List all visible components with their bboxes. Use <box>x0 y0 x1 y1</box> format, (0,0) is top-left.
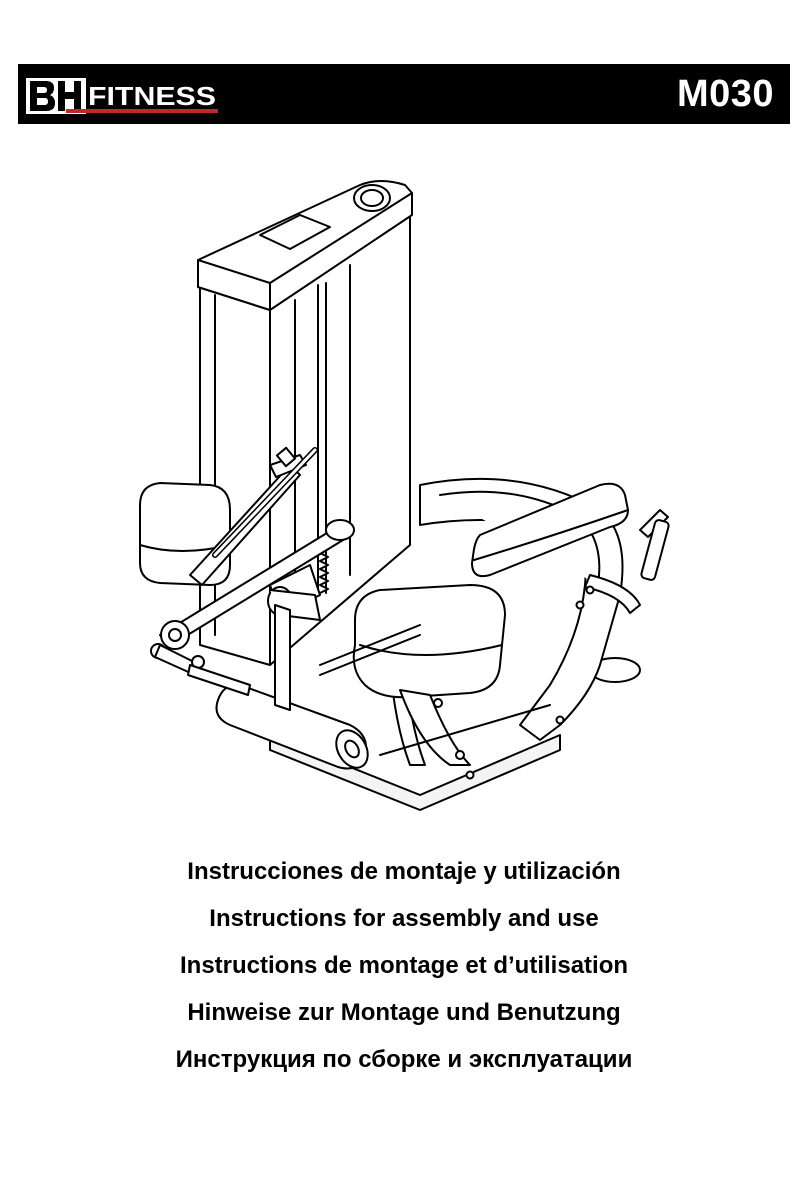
manual-titles: Instrucciones de montaje y utilización I… <box>0 848 808 1083</box>
leg-curl-machine-drawing <box>120 165 680 825</box>
header-bar: FITNESS M030 <box>18 64 790 124</box>
model-code: M030 <box>676 73 774 115</box>
title-english: Instructions for assembly and use <box>209 905 599 932</box>
title-german: Hinweise zur Montage und Benutzung <box>187 999 621 1026</box>
bh-fitness-logo: FITNESS <box>26 78 222 114</box>
title-french: Instructions de montage et d’utilisation <box>179 952 629 979</box>
svg-text:FITNESS: FITNESS <box>88 81 216 111</box>
title-spanish: Instrucciones de montaje y utilización <box>187 858 621 885</box>
title-russian: Инструкция по сборке и эксплуатации <box>175 1046 633 1073</box>
